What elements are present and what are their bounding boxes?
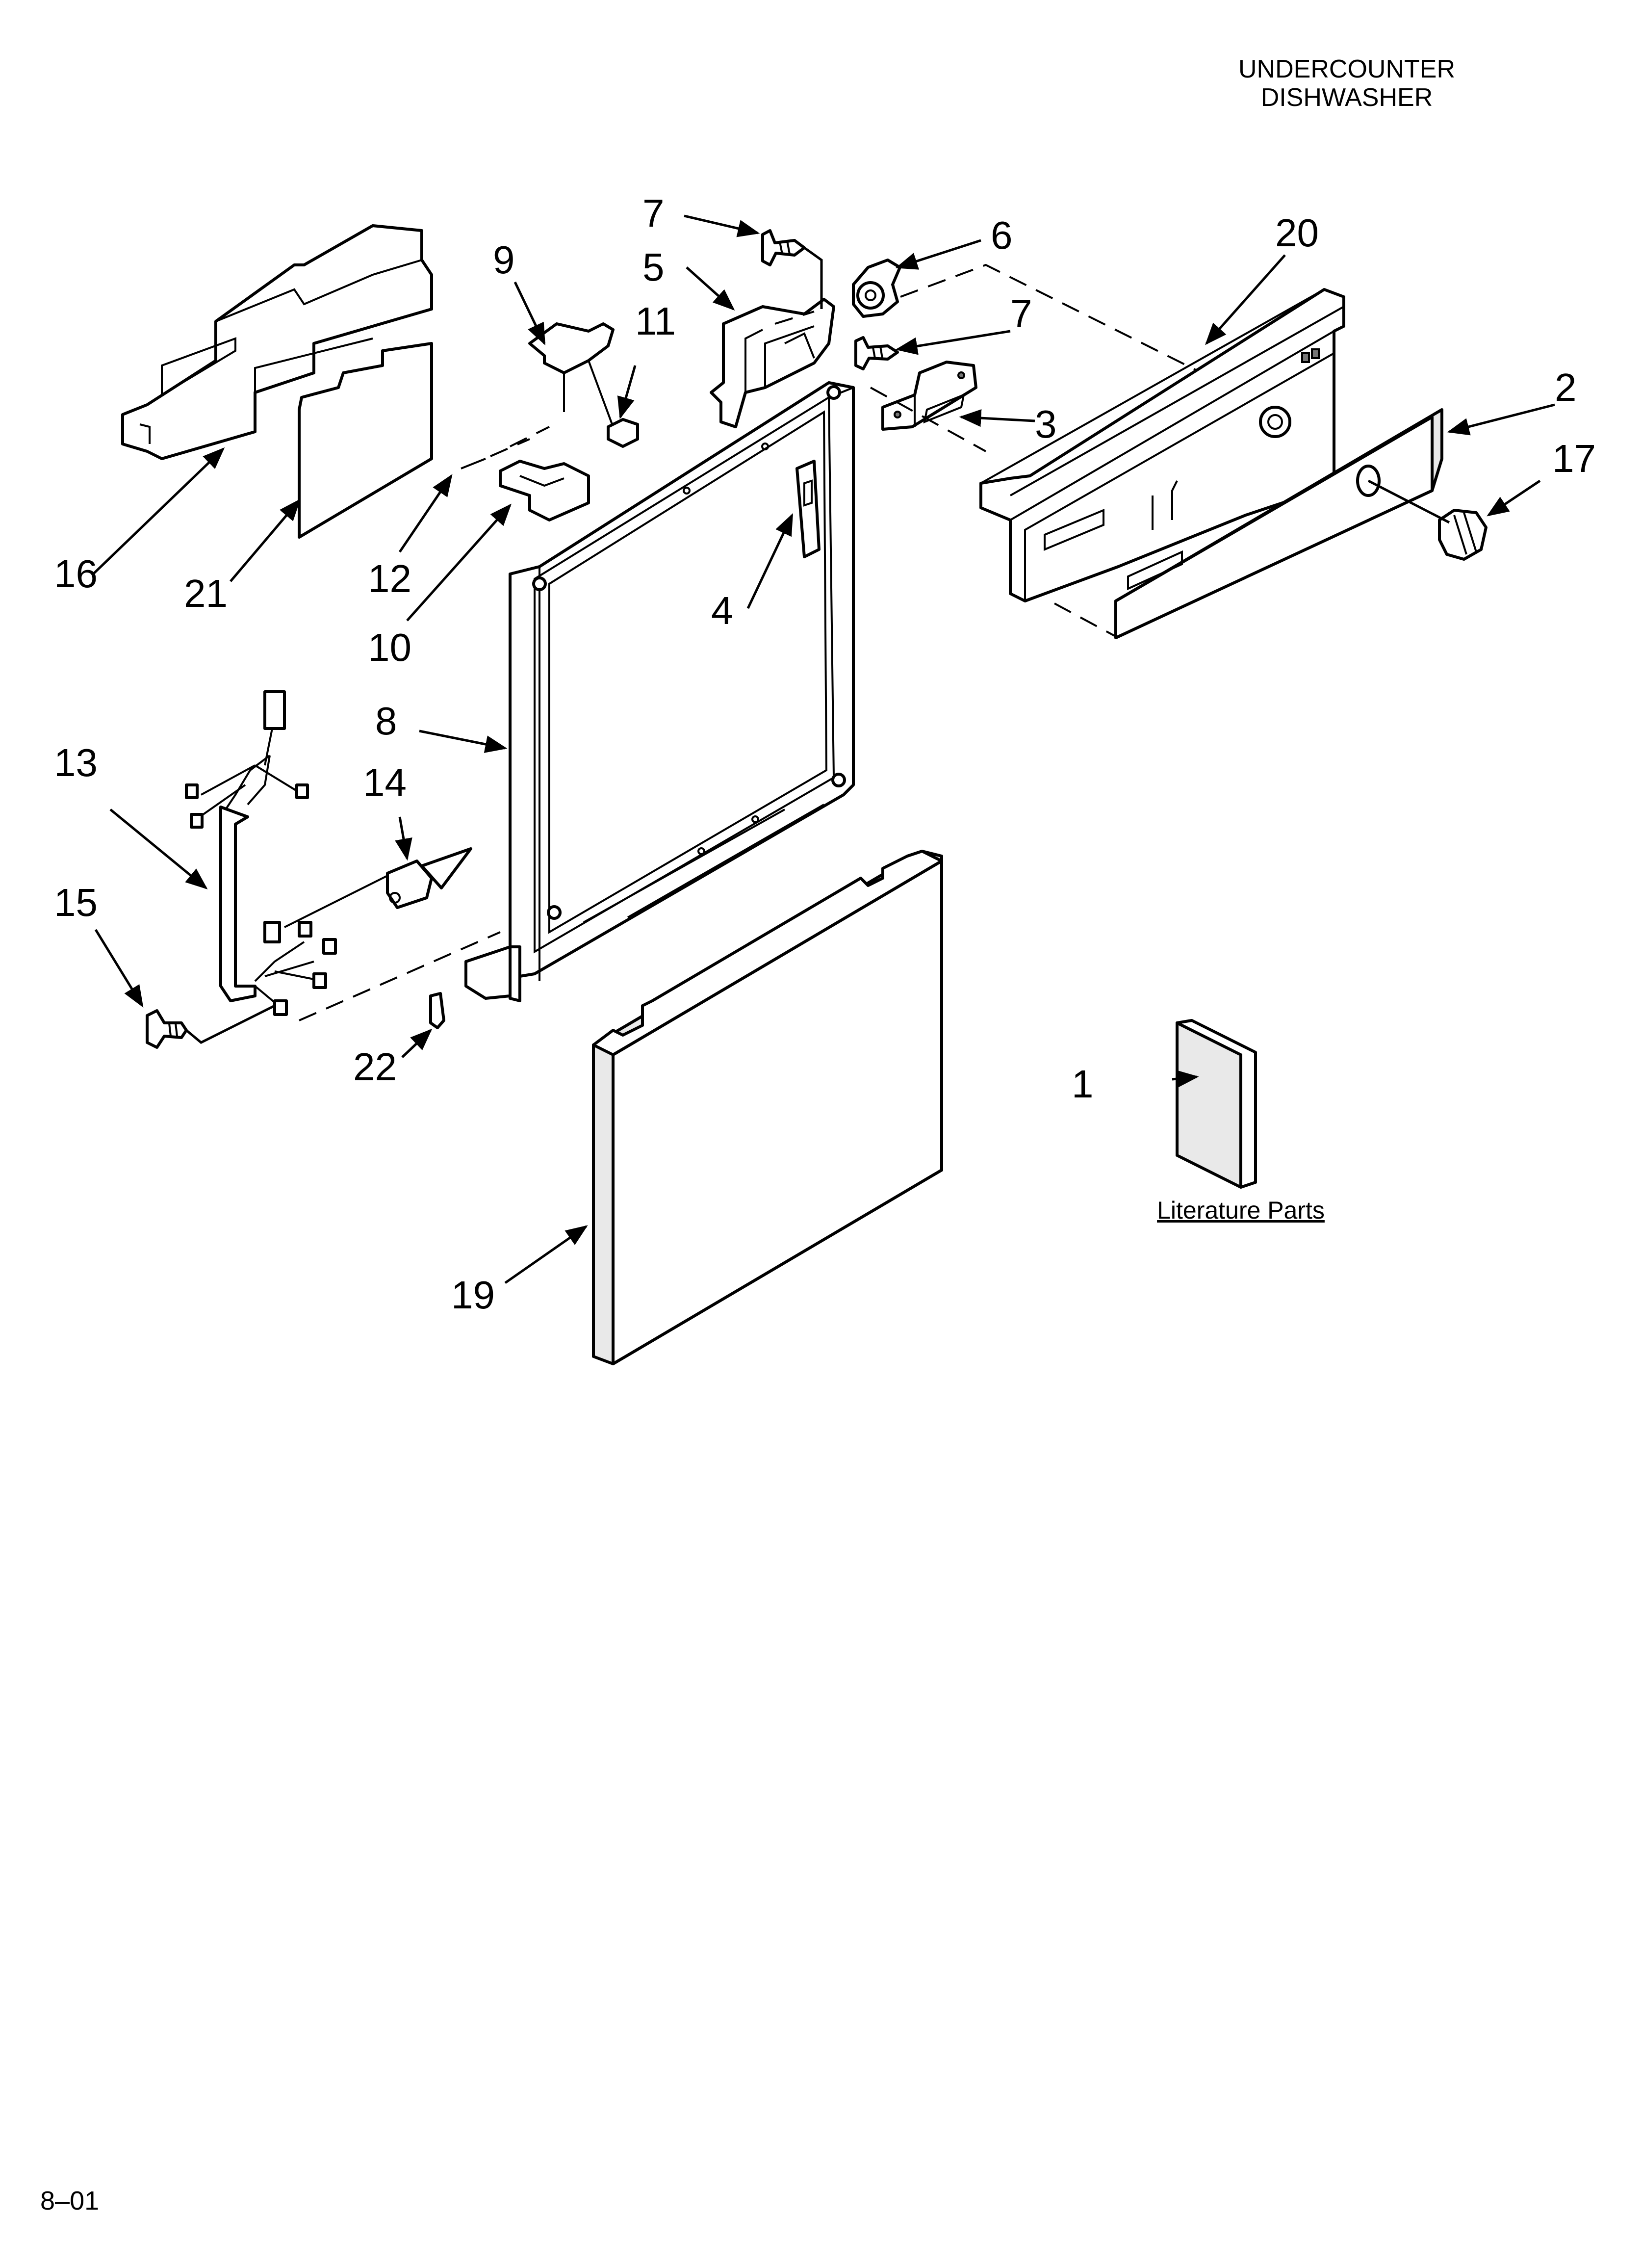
- title-line-1: UNDERCOUNTER: [1238, 55, 1455, 83]
- part-17-knob: [1367, 479, 1488, 561]
- part-21-insulation-panel: [298, 342, 433, 539]
- title-line-2: DISHWASHER: [1260, 83, 1433, 112]
- part-6-cam: [852, 259, 901, 318]
- part-12-pin: [461, 438, 530, 469]
- callout-6: 6: [991, 213, 1013, 257]
- callout-10: 10: [368, 626, 411, 669]
- alignment-line-6-20: [900, 263, 1212, 379]
- literature-parts-label: Literature Parts: [1157, 1197, 1325, 1224]
- callout-7-top: 7: [642, 191, 665, 235]
- callout-16: 16: [54, 552, 98, 596]
- part-4-strike: [795, 460, 821, 558]
- part-16-vent-housing: [121, 224, 433, 460]
- alignment-line-harness: [299, 931, 501, 1021]
- callout-9: 9: [493, 238, 515, 282]
- leader-lines: [92, 214, 1555, 1284]
- part-5-door-latch: [710, 298, 835, 428]
- callout-4: 4: [711, 589, 733, 632]
- alignment-line-bottom: [1054, 602, 1119, 639]
- part-3-selector-switch: [881, 361, 977, 431]
- callout-22: 22: [353, 1045, 397, 1089]
- part-7-screw-middle: [854, 336, 899, 370]
- part-9-door-switch: [528, 322, 615, 427]
- callout-1: 1: [1072, 1062, 1094, 1106]
- callout-8: 8: [375, 699, 397, 743]
- part-8-inner-door-frame: [464, 381, 855, 1002]
- part-13-wire-harness: [185, 690, 393, 1016]
- alignment-line-3: [870, 387, 986, 452]
- alignment-line-10: [510, 426, 550, 447]
- alignment-line-5: [774, 311, 815, 325]
- callout-13: 13: [54, 741, 98, 784]
- callout-15: 15: [54, 881, 98, 924]
- part-10-switch-bracket: [499, 460, 590, 521]
- part-14-sensor: [386, 847, 472, 909]
- part-7-screw-top: [761, 229, 823, 309]
- part-2-console-panel: [1114, 408, 1443, 639]
- callout-12: 12: [368, 557, 411, 600]
- part-22-clip: [429, 992, 445, 1029]
- callout-20: 20: [1275, 211, 1319, 255]
- callout-7-middle: 7: [1010, 292, 1032, 336]
- part-19-outer-door-panel: [592, 850, 943, 1365]
- page-code: 8–01: [40, 2186, 100, 2216]
- callout-14: 14: [363, 760, 407, 804]
- callout-5: 5: [642, 245, 665, 289]
- callout-19: 19: [451, 1273, 495, 1317]
- callout-21: 21: [184, 572, 228, 615]
- diagram-title: UNDERCOUNTER DISHWASHER: [1175, 55, 1518, 112]
- part-11-switch-actuator: [607, 418, 639, 448]
- part-15-screw: [146, 1004, 276, 1049]
- callout-11: 11: [635, 299, 676, 343]
- callout-3: 3: [1035, 402, 1057, 446]
- part-1-literature: [1176, 1019, 1257, 1189]
- callout-17: 17: [1552, 437, 1596, 480]
- callout-2: 2: [1555, 365, 1577, 409]
